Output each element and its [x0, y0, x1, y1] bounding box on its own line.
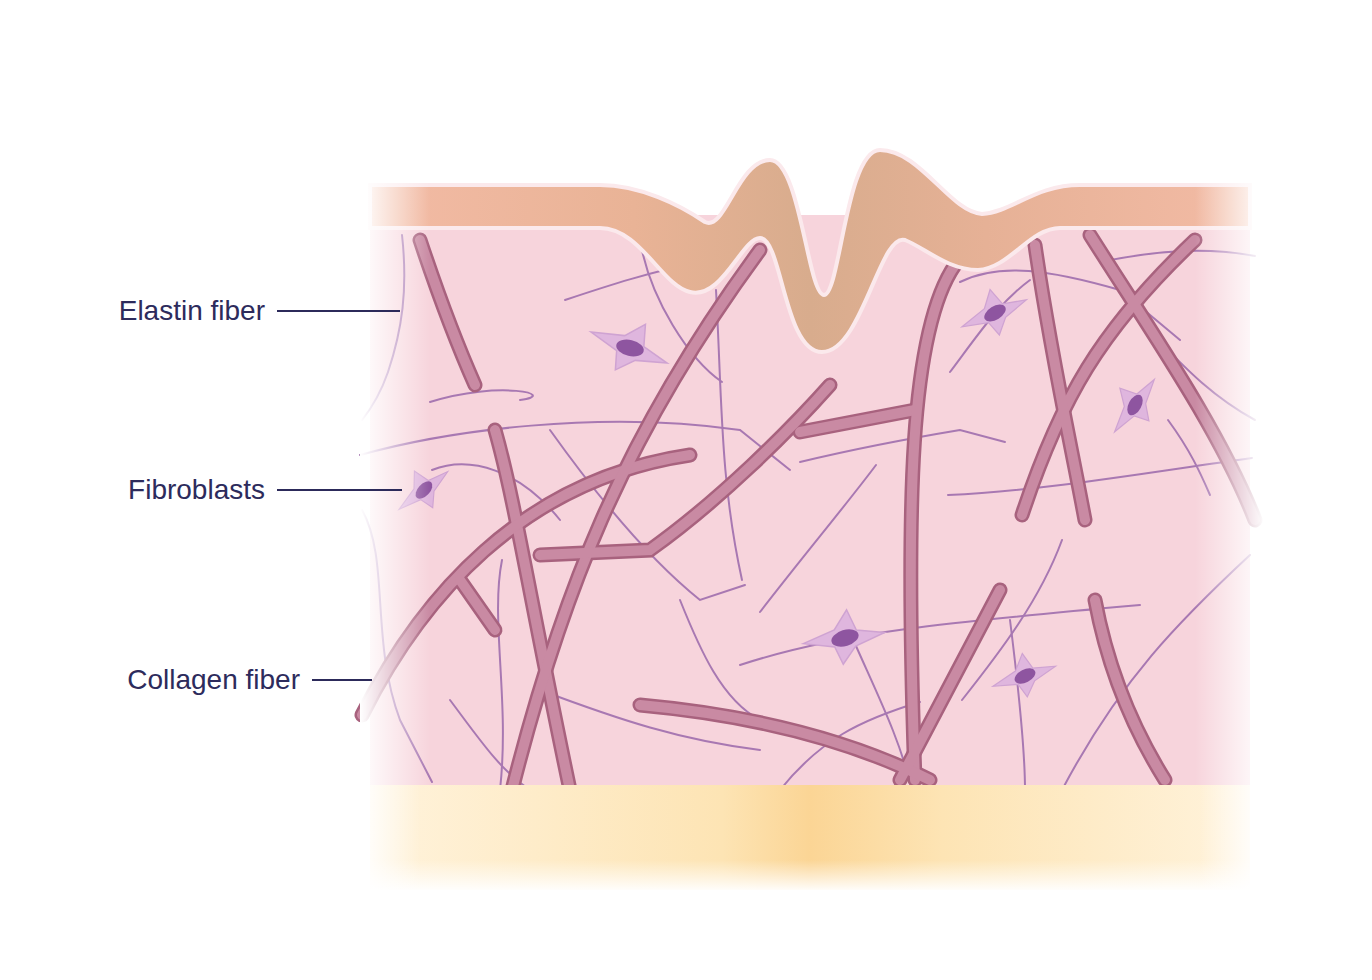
part-label: Fibroblasts	[128, 473, 265, 507]
leader-line	[312, 679, 372, 681]
fibroblast-cell	[581, 305, 678, 389]
fibroblast-cell	[1096, 366, 1171, 444]
epidermis	[370, 150, 1250, 352]
edge-fade	[1195, 180, 1265, 800]
fibroblast-cell	[953, 279, 1034, 346]
part-label: Collagen fiber	[127, 663, 300, 697]
edge-fade	[370, 860, 1250, 892]
leader-line	[277, 310, 400, 312]
leader-line	[277, 489, 402, 491]
edge-fade	[1200, 785, 1260, 895]
edge-fade	[360, 785, 420, 895]
fibroblast-cell	[987, 646, 1062, 705]
fibroblast-cell	[801, 607, 887, 668]
leader-lines	[277, 311, 402, 680]
fibroblasts	[386, 279, 1171, 705]
part-label: Elastin fiber	[119, 294, 265, 328]
